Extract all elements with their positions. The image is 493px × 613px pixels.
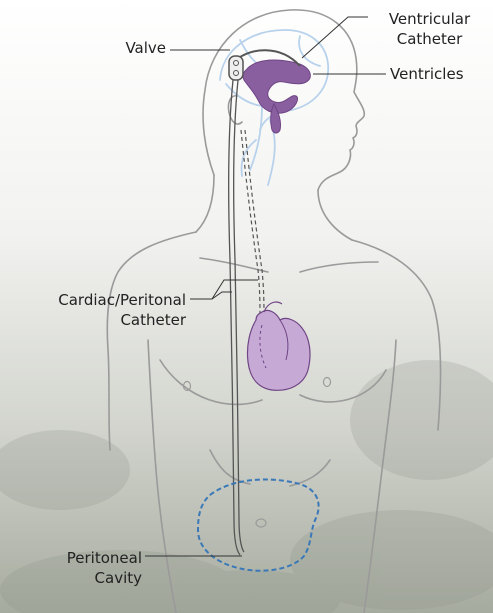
peritoneal-label-line1: Peritoneal [20,548,142,568]
peritoneal-label-line2: Cavity [20,568,142,588]
ventricles-label: Ventricles [390,64,464,84]
ventricular-catheter-label-line1: Ventricular [372,9,487,29]
valve-label-text: Valve [108,38,166,58]
valve-label: Valve [108,38,166,58]
ventricles-label-text: Ventricles [390,64,464,84]
cardiac-label-line2: Catheter [4,310,186,330]
cardiac-peritonal-catheter-label: Cardiac/Peritonal Catheter [4,290,186,330]
ventricular-catheter-label-line2: Catheter [372,29,487,49]
peritoneal-cavity-label: Peritoneal Cavity [20,548,142,588]
cardiac-label-line1: Cardiac/Peritonal [4,290,186,310]
valve-device [229,56,243,80]
ventricular-catheter-label: Ventricular Catheter [372,9,487,49]
